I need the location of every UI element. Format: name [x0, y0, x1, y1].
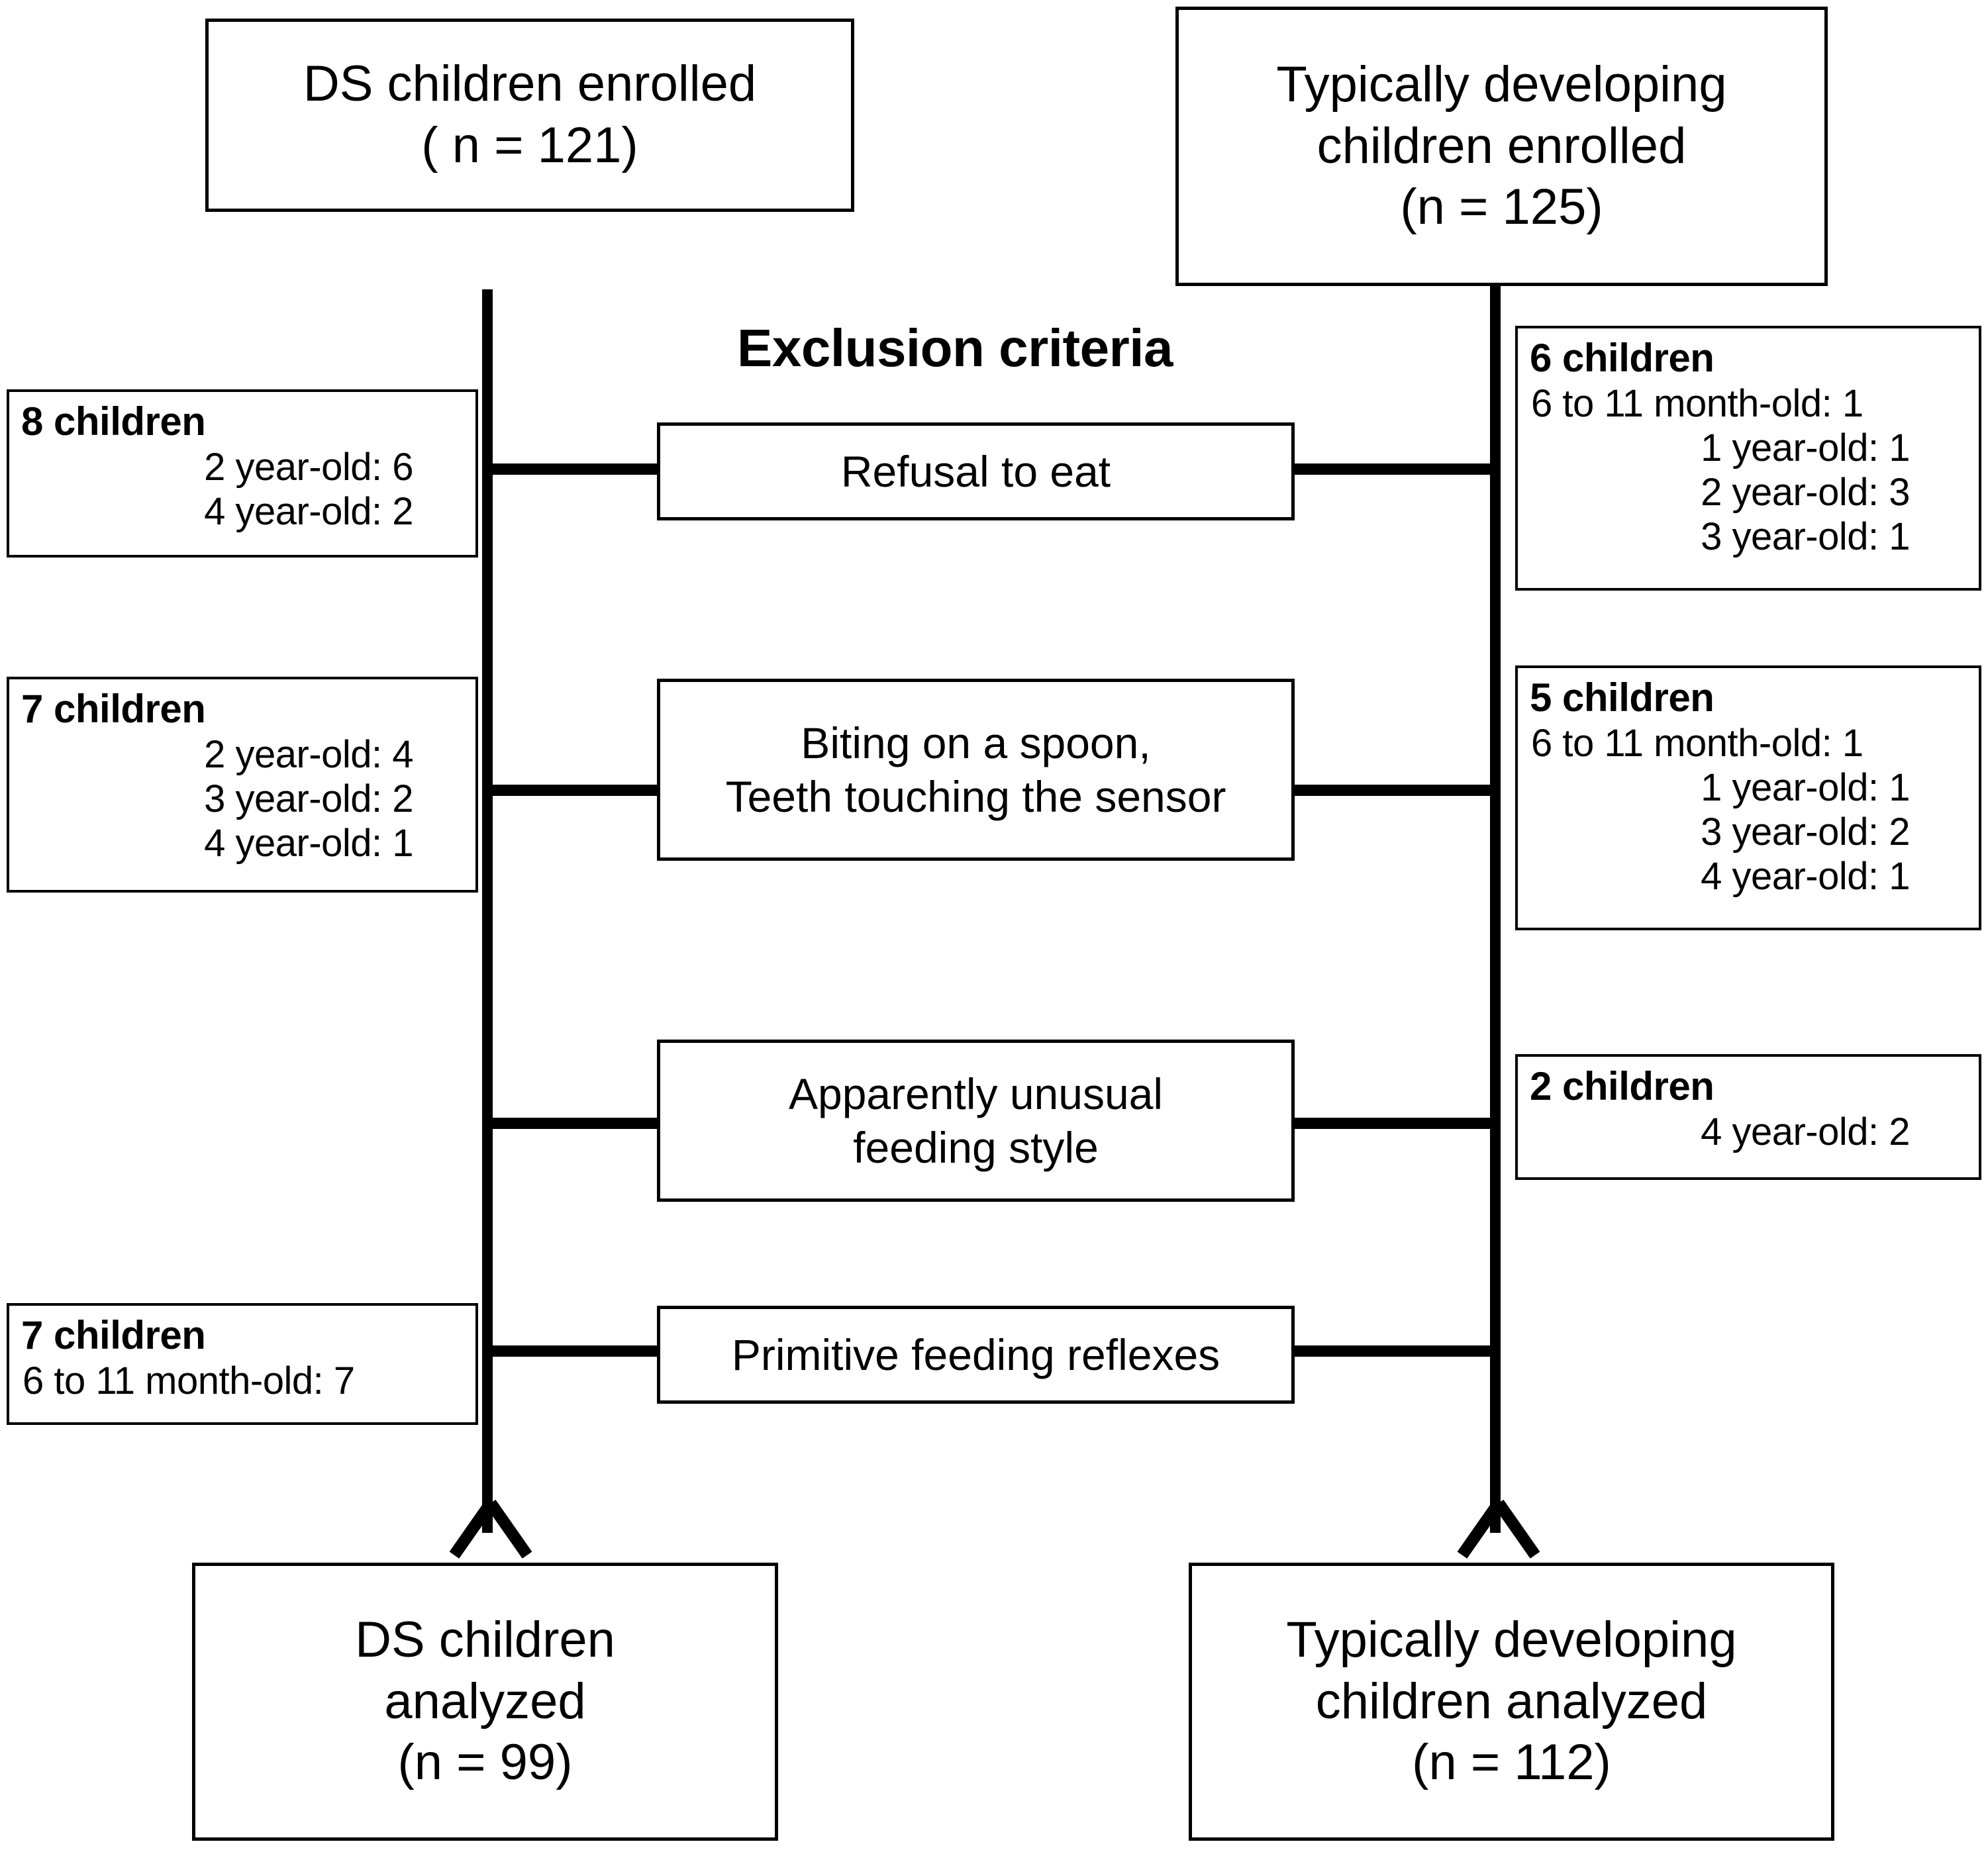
td-exclusion-2-line-3: 3 year-old: 2: [1701, 810, 1910, 854]
box-ds-exclusion-3: 7 children 6 to 11 month-old: 7: [7, 1303, 478, 1425]
td-flow-spine: [1490, 286, 1501, 1533]
section-title-exclusion-criteria: Exclusion criteria: [737, 318, 1173, 377]
td-exclusion-1-line-4: 3 year-old: 1: [1701, 515, 1910, 559]
connector-left-row1: [487, 463, 661, 475]
td-analyzed-line1: Typically developing: [1286, 1611, 1737, 1668]
box-td-children-analyzed: Typically developing children analyzed (…: [1189, 1563, 1834, 1841]
box-ds-exclusion-1: 8 children 2 year-old: 6 4 year-old: 2: [7, 389, 478, 558]
td-exclusion-3-head: 2 children: [1530, 1064, 1715, 1108]
box-ds-exclusion-2: 7 children 2 year-old: 4 3 year-old: 2 4…: [7, 677, 478, 893]
td-exclusion-3-line-1: 4 year-old: 2: [1701, 1110, 1910, 1153]
ds-exclusion-2-line-3: 4 year-old: 1: [204, 822, 413, 865]
ds-analyzed-line2: analyzed: [384, 1673, 586, 1730]
td-analyzed-line3: (n = 112): [1412, 1734, 1611, 1791]
connector-right-row2: [1291, 785, 1495, 796]
ds-exclusion-3-head: 7 children: [21, 1313, 206, 1357]
connector-right-row1: [1291, 463, 1495, 475]
ds-analyzed-line1: DS children: [355, 1611, 615, 1668]
td-exclusion-1-head: 6 children: [1530, 336, 1715, 380]
ds-exclusion-1-head: 8 children: [21, 399, 206, 444]
box-td-exclusion-3: 2 children 4 year-old: 2: [1515, 1054, 1981, 1180]
ds-analyzed-line3: (n = 99): [397, 1734, 573, 1791]
box-td-exclusion-1: 6 children 6 to 11 month-old: 1 1 year-o…: [1515, 326, 1981, 591]
td-exclusion-2-line-1: 6 to 11 month-old: 1: [1531, 721, 1864, 765]
box-ds-children-enrolled: DS children enrolled ( n = 121): [205, 19, 854, 212]
box-td-children-enrolled: Typically developing children enrolled (…: [1175, 7, 1828, 286]
connector-left-row2: [487, 785, 661, 796]
td-enrolled-line2: children enrolled: [1317, 117, 1687, 174]
criterion-1-line1: Refusal to eat: [840, 446, 1111, 496]
ds-enrolled-line1: DS children enrolled: [303, 56, 757, 113]
criterion-4-line1: Primitive feeding reflexes: [731, 1330, 1220, 1379]
box-td-exclusion-2: 5 children 6 to 11 month-old: 1 1 year-o…: [1515, 665, 1981, 930]
box-ds-children-analyzed: DS children analyzed (n = 99): [192, 1563, 778, 1841]
ds-flow-spine: [482, 289, 493, 1533]
ds-exclusion-2-line-1: 2 year-old: 4: [204, 732, 413, 776]
td-exclusion-2-line-2: 1 year-old: 1: [1701, 765, 1910, 809]
td-enrolled-line3: (n = 125): [1400, 179, 1603, 236]
criterion-2-line1: Biting on a spoon,: [801, 718, 1151, 767]
connector-right-row3: [1291, 1118, 1495, 1129]
box-criterion-biting-spoon: Biting on a spoon, Teeth touching the se…: [657, 679, 1295, 861]
td-exclusion-2-head: 5 children: [1530, 675, 1715, 720]
connector-right-row4: [1291, 1345, 1495, 1357]
td-exclusion-1-line-2: 1 year-old: 1: [1701, 426, 1910, 469]
criterion-3-line1: Apparently unusual: [788, 1069, 1164, 1118]
ds-enrolled-line2: ( n = 121): [421, 117, 638, 173]
ds-exclusion-1-line-1: 2 year-old: 6: [204, 445, 413, 489]
box-criterion-unusual-feeding-style: Apparently unusual feeding style: [657, 1040, 1295, 1202]
ds-exclusion-2-line-2: 3 year-old: 2: [204, 777, 413, 820]
td-exclusion-1-line-3: 2 year-old: 3: [1701, 471, 1910, 514]
td-exclusion-1-line-1: 6 to 11 month-old: 1: [1531, 381, 1864, 425]
box-criterion-primitive-reflexes: Primitive feeding reflexes: [657, 1306, 1295, 1404]
td-enrolled-line1: Typically developing: [1276, 56, 1727, 113]
criterion-3-line2: feeding style: [853, 1122, 1099, 1172]
td-exclusion-2-line-4: 4 year-old: 1: [1701, 855, 1910, 899]
box-criterion-refusal-to-eat: Refusal to eat: [657, 422, 1295, 520]
connector-left-row4: [487, 1345, 661, 1357]
td-analyzed-line2: children analyzed: [1315, 1673, 1708, 1730]
connector-left-row3: [487, 1118, 661, 1129]
ds-exclusion-1-line-2: 4 year-old: 2: [204, 489, 413, 533]
criterion-2-line2: Teeth touching the sensor: [725, 771, 1226, 821]
ds-exclusion-2-head: 7 children: [21, 687, 206, 731]
ds-exclusion-3-line-1: 6 to 11 month-old: 7: [23, 1359, 355, 1402]
